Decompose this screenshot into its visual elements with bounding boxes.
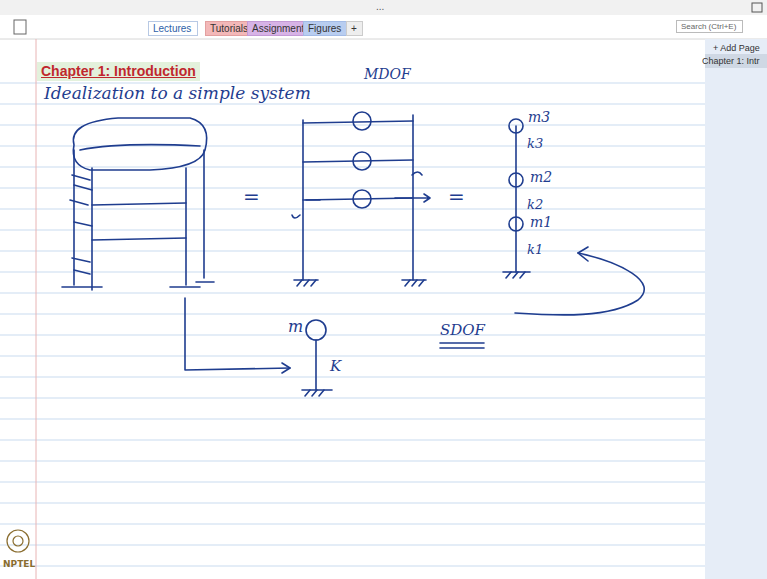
mass-label: m3 xyxy=(528,110,550,125)
stiffness-label: K xyxy=(330,358,341,375)
system-label: SDOF xyxy=(440,322,485,339)
node-text: Assignments xyxy=(252,23,309,34)
mass-label: m xyxy=(288,318,303,336)
node-text: Search (Ctrl+E) xyxy=(681,22,736,31)
add-page-button: + Add Page xyxy=(709,42,765,54)
system-label: MDOF xyxy=(364,67,411,82)
handwritten-heading: Idealization to a simple system xyxy=(44,84,311,103)
add-section-tab: + xyxy=(346,21,363,36)
section-tab: Figures xyxy=(303,21,348,36)
node-text: Figures xyxy=(308,23,341,34)
node-text: + xyxy=(351,23,357,34)
window-title: ... xyxy=(376,1,384,12)
logo-text: NPTEL xyxy=(3,560,35,570)
node-text: Lectures xyxy=(153,23,191,34)
mass-label: m2 xyxy=(530,170,552,185)
stiffness-label: k3 xyxy=(527,137,543,151)
stiffness-label: k1 xyxy=(527,243,543,257)
page-list-item: Chapter 1: Intr xyxy=(698,55,765,67)
mass-label: m1 xyxy=(530,215,552,230)
search-box: Search (Ctrl+E) xyxy=(676,20,743,33)
stiffness-label: k2 xyxy=(527,198,543,212)
equals-sign: = xyxy=(448,186,465,208)
section-tab: Lectures xyxy=(148,21,198,36)
node-text: Tutorials xyxy=(210,23,248,34)
equals-sign: = xyxy=(243,186,260,208)
node-text: Chapter 1: Intr xyxy=(702,56,760,66)
node-text: + Add Page xyxy=(713,43,760,53)
chapter-heading: Chapter 1: Introduction xyxy=(37,62,200,81)
